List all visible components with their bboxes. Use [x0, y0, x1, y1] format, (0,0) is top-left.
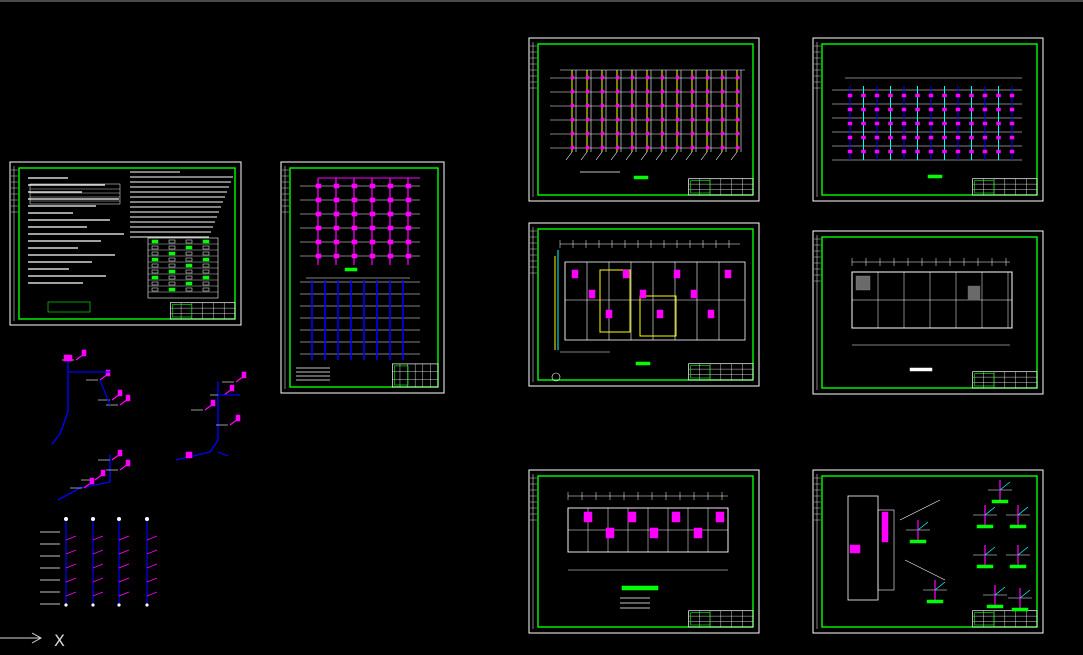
loose-axonometric-3[interactable]	[57, 449, 131, 501]
sheet-riser-diagram-1[interactable]	[280, 161, 445, 394]
loose-axonometric-2[interactable]	[175, 371, 247, 461]
sheet-design-notes[interactable]	[9, 161, 242, 326]
sheet-riser-diagram-2[interactable]	[528, 37, 760, 202]
loose-axonometric-1[interactable]	[51, 349, 131, 445]
ucs-x-label: X	[54, 631, 65, 650]
sheet-detail-sheet[interactable]	[812, 469, 1044, 634]
ucs-axis-icon: X	[0, 631, 65, 650]
loose-riser-sketch[interactable]	[40, 517, 158, 607]
sheet-floor-plan-1[interactable]	[528, 222, 760, 387]
sheet-floor-plan-2[interactable]	[812, 230, 1044, 395]
sheet-floor-plan-3[interactable]	[528, 469, 760, 634]
title-bar-edge	[0, 0, 1083, 2]
sheet-riser-diagram-3[interactable]	[812, 37, 1044, 202]
